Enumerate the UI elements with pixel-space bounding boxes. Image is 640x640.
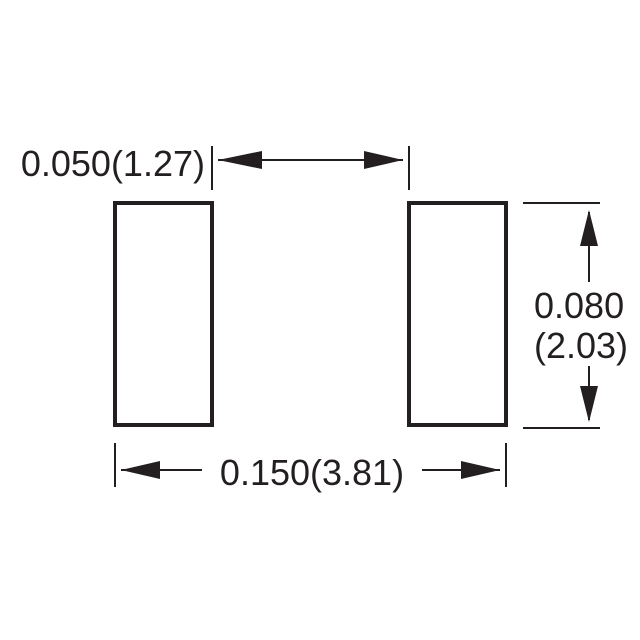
pad-height-inch-label: 0.080: [534, 285, 625, 326]
right-pad: [407, 201, 508, 427]
gap-dimension-arrow: [218, 151, 403, 169]
pad-height-mm-label: (2.03): [534, 325, 629, 366]
pad-gap-label: 0.050(1.27): [20, 143, 205, 184]
overall-width-label: 0.150(3.81): [219, 452, 405, 493]
width-dimension-arrow: [121, 461, 500, 479]
height-dimension-arrow: [580, 210, 598, 422]
left-pad: [113, 201, 214, 427]
